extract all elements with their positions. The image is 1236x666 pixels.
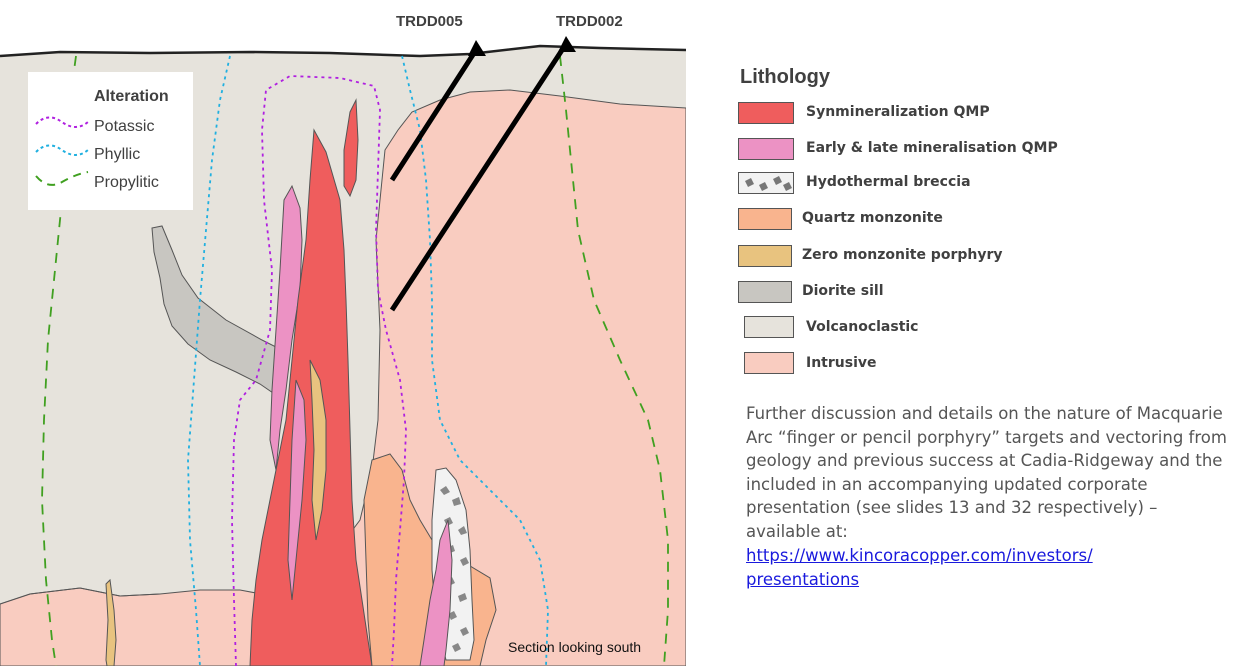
lithology-label: Quartz monzonite	[802, 210, 943, 226]
alteration-legend-symbols	[32, 112, 92, 192]
lithology-label: Zero monzonite porphyry	[802, 247, 1003, 263]
swatch-zero-monzonite	[738, 245, 792, 267]
swatch-quartz-monzonite	[738, 208, 792, 230]
alteration-item-propylitic: Propylitic	[94, 174, 159, 192]
swatch-volcanoclastic	[744, 316, 794, 338]
drill-label-trdd002: TRDD002	[556, 13, 623, 30]
presentations-link-line2[interactable]: presentations	[746, 570, 859, 589]
lithology-label: Hydothermal breccia	[806, 174, 971, 190]
presentations-link[interactable]: https://www.kincoracopper.com/investors/…	[746, 544, 1232, 591]
drill-label-trdd005: TRDD005	[396, 13, 463, 30]
drill-collar-trdd005	[468, 40, 486, 56]
potassic-symbol	[36, 117, 88, 127]
swatch-diorite-sill	[738, 281, 792, 303]
drill-collar-trdd002	[558, 36, 576, 52]
swatch-breccia	[738, 172, 794, 194]
discussion-note-text: Further discussion and details on the na…	[746, 404, 1227, 541]
section-orientation-label: Section looking south	[508, 639, 641, 655]
alteration-legend: Alteration Potassic Phyllic Propylitic	[28, 72, 193, 210]
lithology-label: Volcanoclastic	[806, 319, 919, 335]
lithology-label: Synmineralization QMP	[806, 104, 990, 120]
lithology-label: Intrusive	[806, 355, 877, 371]
alteration-item-potassic: Potassic	[94, 118, 154, 136]
discussion-note: Further discussion and details on the na…	[746, 402, 1232, 591]
alteration-item-phyllic: Phyllic	[94, 146, 140, 164]
alteration-legend-title: Alteration	[94, 88, 169, 106]
swatch-early-late-qmp	[738, 138, 794, 160]
propylitic-symbol	[36, 172, 88, 185]
lithology-label: Diorite sill	[802, 283, 884, 299]
swatch-intrusive	[744, 352, 794, 374]
swatch-synmineral-qmp	[738, 102, 794, 124]
presentations-link-line1[interactable]: https://www.kincoracopper.com/investors/	[746, 546, 1093, 565]
phyllic-symbol	[36, 145, 88, 155]
lithology-legend-title: Lithology	[740, 66, 830, 89]
lithology-label: Early & late mineralisation QMP	[806, 140, 1058, 156]
